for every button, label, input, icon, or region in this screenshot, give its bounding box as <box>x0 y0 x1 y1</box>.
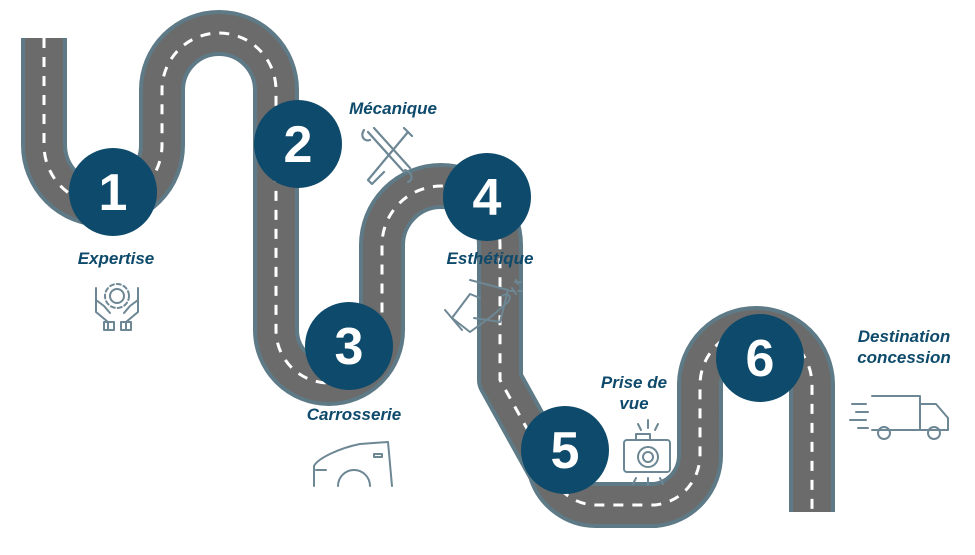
step-number-5: 5 <box>551 422 580 480</box>
step-label-2: Mécanique <box>349 99 437 118</box>
cleaning-hand-icon <box>444 279 523 333</box>
step-marker-5: 5 <box>521 406 609 494</box>
step-label-5-line2: vue <box>619 394 649 413</box>
step-marker-2: 2 <box>254 100 342 188</box>
step-label-5: Prise de vue <box>584 372 684 414</box>
step-marker-3: 3 <box>305 302 393 390</box>
camera-icon <box>623 419 671 486</box>
step-label-4: Esthétique <box>446 249 534 268</box>
wrench-screwdriver-icon <box>361 126 414 186</box>
step-number-6: 6 <box>746 330 775 388</box>
car-fender-icon <box>313 441 393 487</box>
road <box>21 10 835 528</box>
step-marker-6: 6 <box>716 314 804 402</box>
step-label-1: Expertise <box>77 249 155 268</box>
delivery-truck-icon <box>849 395 949 440</box>
step-label-5-line1: Prise de <box>600 373 668 392</box>
step-marker-4: 4 <box>443 153 531 241</box>
step-marker-1: 1 <box>69 148 157 236</box>
road-center-line <box>42 31 814 512</box>
step-number-4: 4 <box>473 169 502 227</box>
hands-gear-icon <box>95 283 139 331</box>
step-label-6: Destination concession <box>842 326 966 368</box>
step-label-3: Carrosserie <box>306 405 402 424</box>
step-number-2: 2 <box>284 116 313 174</box>
step-label-6-line1: Destination <box>857 327 951 346</box>
step-number-3: 3 <box>335 318 364 376</box>
step-number-1: 1 <box>99 164 128 222</box>
step-label-6-line2: concession <box>857 348 951 367</box>
